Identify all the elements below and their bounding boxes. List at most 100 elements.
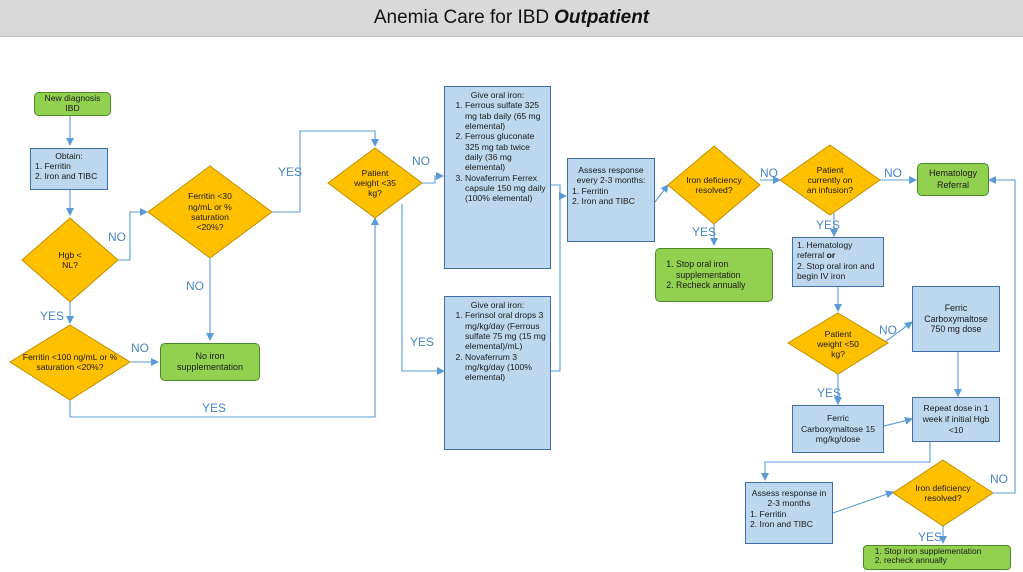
decision-weight50-text: Patient weight <50 kg?: [812, 326, 864, 362]
edge-resolved2-no: [988, 176, 1016, 494]
assess1-item: 2. Iron and TIBC: [572, 195, 635, 206]
node-fc-15-text: Ferric Carboxymaltose 15 mg/kg/dose: [800, 412, 876, 445]
edge-weight35-yes: [401, 204, 445, 375]
stop-iron-item: recheck annually: [884, 555, 1006, 565]
node-hematology-referral-text: Hematology Referral: [928, 168, 978, 190]
node-oral-iron-adult: Give oral iron: Ferrous sulfate 325 mg t…: [444, 86, 551, 269]
title-emphasis: Outpatient: [554, 7, 650, 28]
oral-iron-child-item: Novaferrum 3 mg/kg/day (100% elemental): [465, 352, 546, 383]
assess1-item: 1. Ferritin: [572, 185, 609, 196]
label-yes-hgb: YES: [40, 309, 65, 323]
label-no-resolved2: NO: [990, 472, 1008, 486]
node-assess-response-2: Assess response in 2-3 months 1. Ferriti…: [745, 482, 833, 544]
decision-ferritin30-text: Ferritin <30 ng/mL or % saturation <20%?: [176, 186, 244, 238]
stop-oral-item: Stop oral iron supplementation: [676, 259, 768, 280]
decision-resolved1-label: Iron deficiency resolved?: [686, 174, 742, 195]
decision-resolved2: [892, 459, 994, 527]
decision-weight50-label: Patient weight <50 kg?: [817, 328, 859, 360]
label-yes-weight35: YES: [410, 335, 435, 349]
obtain-heading: Obtain:: [55, 151, 83, 161]
label-yes-ferritin100: YES: [202, 401, 227, 415]
label-yes-resolved1: YES: [692, 225, 717, 239]
label-yes-infusion: YES: [816, 218, 841, 232]
edge-repeat-assess2: [761, 442, 931, 481]
label-no-infusion: NO: [884, 166, 902, 180]
oral-iron-child-item: Ferinsol oral drops 3 mg/kg/day (Ferrous…: [465, 310, 546, 351]
node-fc-750-text: Ferric Carboxymaltose 750 mg dose: [924, 302, 988, 335]
title-main: Anemia Care for IBD: [373, 7, 550, 28]
decision-weight35-label: Patient weight <35 kg?: [354, 167, 396, 199]
label-yes-resolved2: YES: [918, 530, 943, 544]
decision-ferritin30: [147, 165, 273, 259]
edge-ferritin30-yes: [272, 130, 379, 213]
node-stop-iron: Stop iron supplementation recheck annual…: [863, 545, 1011, 570]
oral-iron-adult-item: Ferrous sulfate 325 mg tab daily (65 mg …: [465, 100, 546, 131]
oral-iron-child-heading: Give oral iron:: [470, 300, 525, 310]
node-assess-response-1: Assess response every 2-3 months: 1. Fer…: [567, 158, 655, 242]
node-heme-or-iv: 1. Hematology referral or 2. Stop oral i…: [792, 237, 884, 287]
decision-weight35-text: Patient weight <35 kg?: [350, 164, 400, 202]
label-no-ferritin100: NO: [131, 341, 149, 355]
decision-ferritin100: [9, 324, 131, 401]
heme-iv-line2: 2. Stop oral iron and begin IV iron: [797, 260, 875, 281]
edge-weight35-no: [422, 172, 444, 184]
oral-iron-adult-item: Novaferrum Ferrex capsule 150 mg daily (…: [465, 173, 546, 204]
node-fc-15: Ferric Carboxymaltose 15 mg/kg/dose: [792, 405, 884, 453]
decision-hgb-label: Hgb < NL?: [58, 249, 82, 270]
edge-ferritin100-yes-weight35: [69, 217, 379, 418]
label-yes-ferritin30: YES: [278, 165, 303, 179]
obtain-item: 1. Ferritin: [35, 161, 71, 172]
page-title: Anemia Care for IBD Outpatient: [0, 0, 1023, 37]
heme-iv-line1-text: 1. Hematology referral: [797, 240, 853, 261]
label-no-resolved1: NO: [760, 166, 778, 180]
edge-hgb-no-ferritin30: [118, 208, 148, 261]
edge-assess-resolved1: [654, 184, 669, 203]
obtain-item: 2. Iron and TIBC: [35, 171, 98, 182]
label-yes-weight50: YES: [817, 386, 842, 400]
assess2-item: 1. Ferritin: [750, 508, 787, 519]
node-repeat-dose: Repeat dose in 1 week if initial Hgb <10: [912, 397, 1000, 442]
node-stop-oral-iron: Stop oral iron supplementation Recheck a…: [655, 248, 773, 302]
node-hematology-referral: Hematology Referral: [917, 163, 989, 196]
decision-infusion-label: Patient currently on an infusion?: [806, 164, 854, 196]
decision-ferritin100-label: Ferritin <100 ng/mL or % saturation <20%…: [22, 351, 118, 372]
label-no-ferritin30: NO: [186, 279, 204, 293]
heme-iv-line1: 1. Hematology referral or: [797, 240, 879, 261]
decision-shapes: [9, 144, 994, 527]
edge-fc15-repeat: [883, 416, 913, 427]
edge-adult-assess: [551, 184, 561, 372]
assess1-heading: Assess response every 2-3 months:: [576, 165, 646, 186]
node-repeat-dose-text: Repeat dose in 1 week if initial Hgb <10: [922, 403, 990, 435]
label-no-weight50: NO: [879, 323, 897, 337]
decision-weight35: [327, 147, 423, 219]
decision-ferritin30-label: Ferritin <30 ng/mL or % saturation <20%?: [188, 191, 232, 233]
edge-weight50-no: [884, 321, 913, 343]
decision-resolved2-text: Iron deficiency resolved?: [913, 478, 973, 508]
node-fc-750: Ferric Carboxymaltose 750 mg dose: [912, 286, 1000, 352]
stop-iron-item: Stop iron supplementation: [884, 546, 1006, 556]
node-new-diagnosis: New diagnosis IBD: [34, 92, 111, 116]
decision-hgb: [21, 217, 119, 303]
heme-iv-or: or: [826, 250, 836, 261]
label-no-hgb: NO: [108, 230, 126, 244]
decision-hgb-text: Hgb < NL?: [50, 244, 90, 276]
decision-infusion: [779, 144, 881, 216]
decision-infusion-text: Patient currently on an infusion?: [800, 156, 860, 204]
assess2-item: 2. Iron and TIBC: [750, 518, 813, 529]
connectors: [66, 115, 1016, 544]
node-obtain: Obtain: 1. Ferritin 2. Iron and TIBC: [30, 148, 108, 190]
decision-ferritin100-text: Ferritin <100 ng/mL or % saturation <20%…: [12, 348, 128, 376]
oral-iron-adult-heading: Give oral iron:: [470, 90, 525, 100]
node-new-diagnosis-text: New diagnosis IBD: [44, 93, 101, 113]
label-no-weight35: NO: [412, 154, 430, 168]
decision-resolved2-label: Iron deficiency resolved?: [915, 482, 971, 503]
node-oral-iron-child: Give oral iron: Ferinsol oral drops 3 mg…: [444, 296, 551, 450]
edge-assess2-resolved2: [832, 490, 894, 514]
decision-resolved1: [667, 145, 761, 225]
node-no-iron: No iron supplementation: [160, 343, 260, 381]
assess2-heading: Assess response in 2-3 months: [751, 488, 827, 509]
stop-oral-item: Recheck annually: [676, 280, 768, 291]
oral-iron-adult-item: Ferrous gluconate 325 mg tab twice daily…: [465, 131, 546, 172]
decision-weight50: [787, 312, 889, 375]
